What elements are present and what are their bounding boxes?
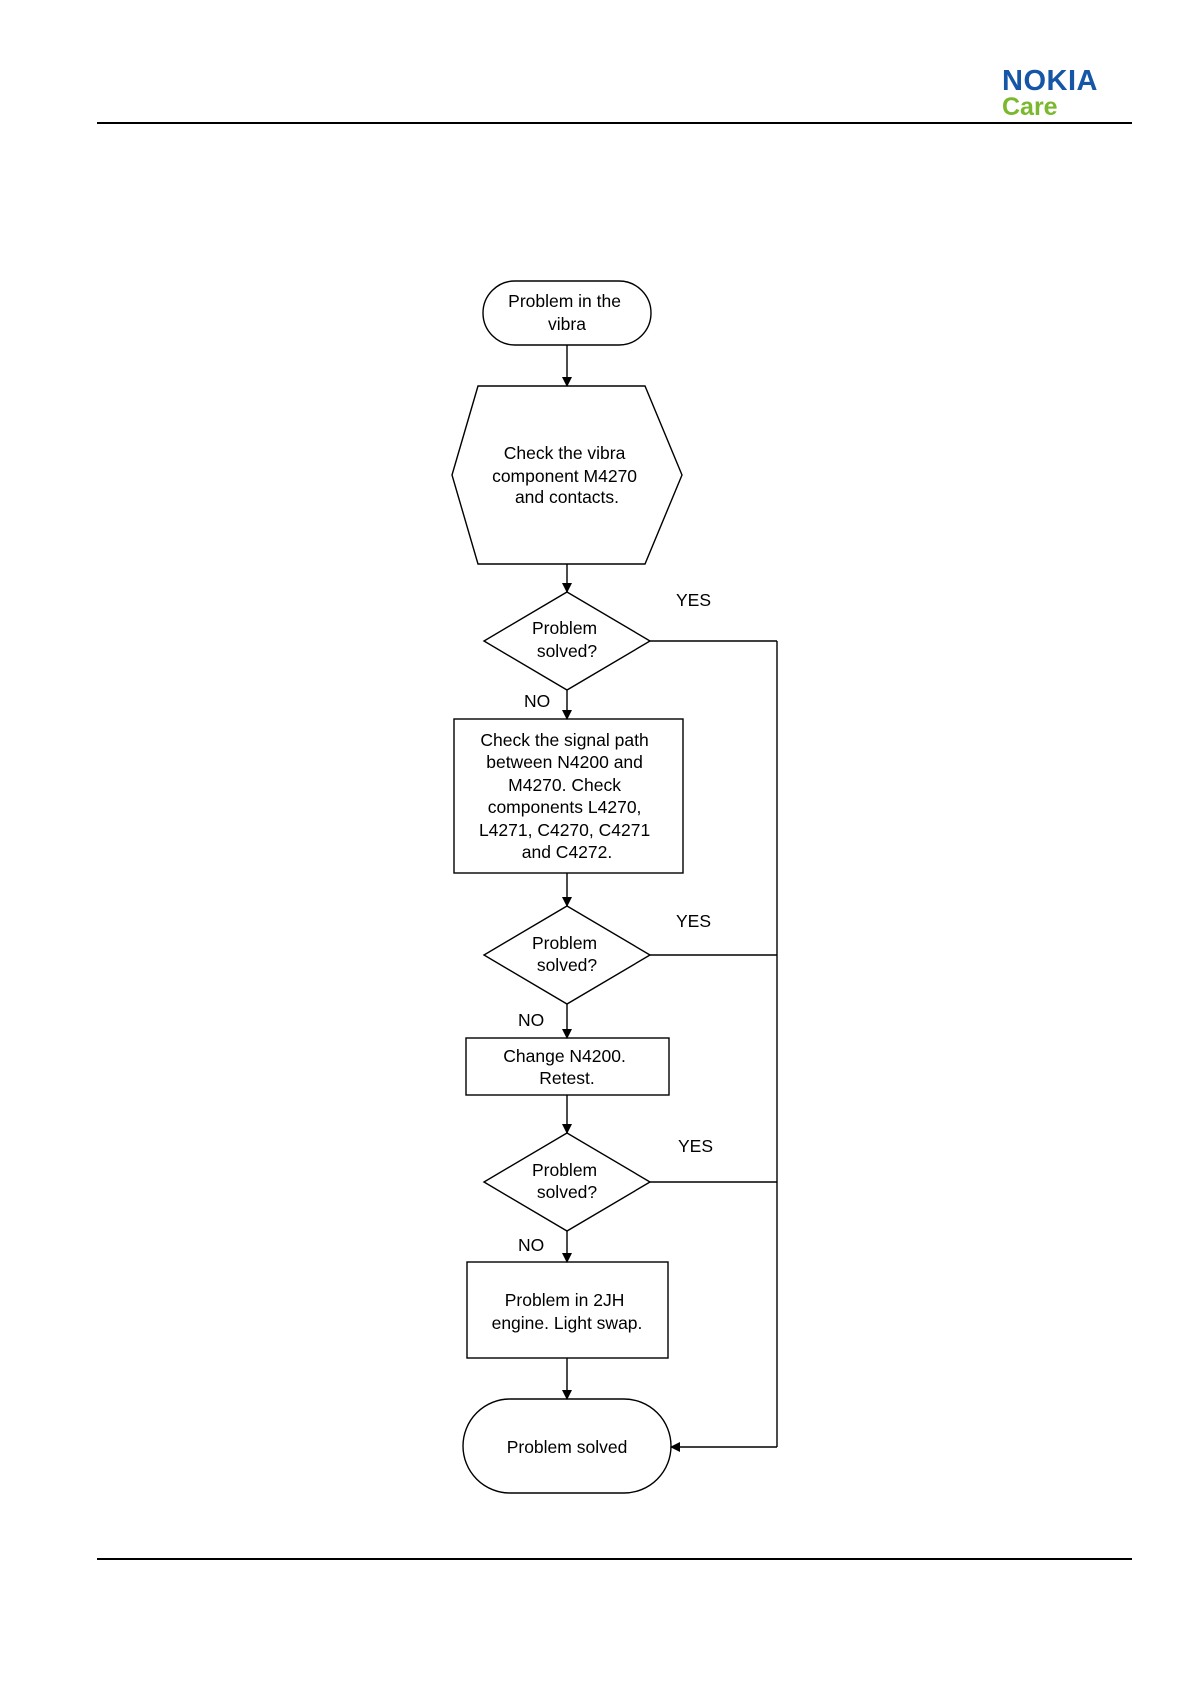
decision-3-text: Problem solved? <box>532 1160 602 1202</box>
check-signal-text: Check the signal path between N4200 and … <box>479 730 655 862</box>
engine-box <box>466 1261 669 1359</box>
yes-label-1: YES <box>676 590 711 610</box>
logo-brand-text: NOKIA <box>1002 65 1098 97</box>
change-n4200-text: Change N4200. Retest. <box>503 1046 630 1088</box>
no-label-3: NO <box>518 1235 544 1255</box>
check-signal-box <box>453 718 684 874</box>
logo-sub-text: Care <box>1002 93 1058 121</box>
decision-1-text: Problem solved? <box>532 618 602 661</box>
decision-2-text: Problem solved? <box>532 933 602 975</box>
footer-rule <box>97 1558 1132 1560</box>
engine-text: Problem in 2JH engine. Light swap. <box>492 1290 643 1333</box>
end-text: Problem solved <box>507 1437 628 1457</box>
nokia-care-logo: NOKIA Care <box>1002 66 1130 120</box>
start-text: Problem in the vibra <box>508 291 626 334</box>
no-label-2: NO <box>518 1010 544 1030</box>
check-vibra-hexagon <box>451 385 683 565</box>
header-rule <box>97 122 1132 124</box>
no-label-1: NO <box>524 691 550 711</box>
yes-label-3: YES <box>678 1136 713 1156</box>
check-vibra-text: Check the vibra component M4270 and cont… <box>492 443 642 507</box>
yes-label-2: YES <box>676 911 711 931</box>
